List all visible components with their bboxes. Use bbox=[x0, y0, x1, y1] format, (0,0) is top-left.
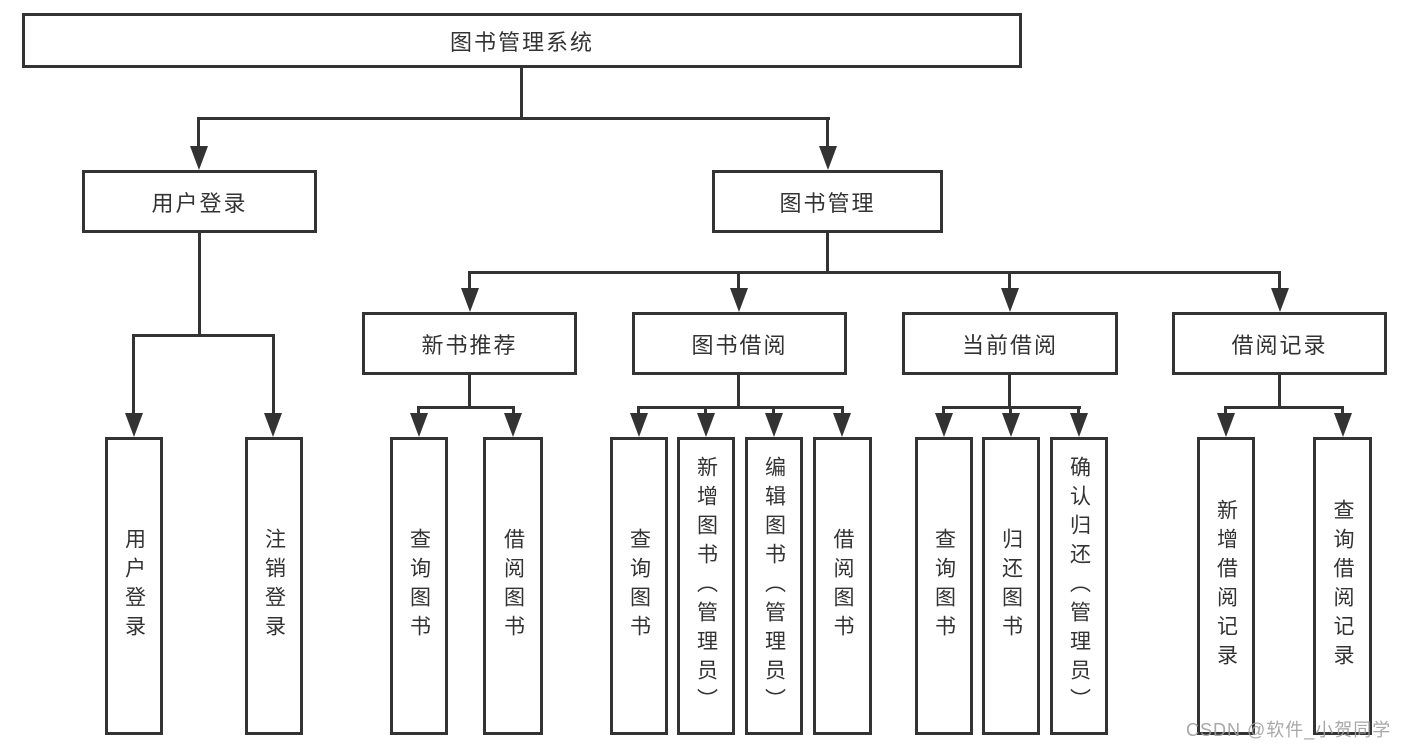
leaf-label: 新增图书（管理员） bbox=[694, 455, 718, 717]
leaf-edit-book-admin: 编辑图书（管理员） bbox=[745, 437, 803, 735]
leaf-label: 归还图书 bbox=[999, 528, 1023, 644]
leaf-label: 查询借阅记录 bbox=[1331, 499, 1354, 673]
connector-drop-leaf bbox=[1077, 406, 1080, 415]
connector-drop-level3 bbox=[1278, 271, 1281, 289]
arrow-down-icon bbox=[190, 146, 208, 170]
arrow-down-icon bbox=[1217, 413, 1235, 437]
arrow-down-icon bbox=[410, 413, 428, 437]
leaf-label: 确认归还（管理员） bbox=[1067, 455, 1091, 717]
node-book-borrowing: 图书借阅 bbox=[632, 312, 847, 375]
leaf-label: 用户登录 bbox=[122, 528, 146, 644]
leaf-label: 新增借阅记录 bbox=[1214, 499, 1238, 673]
node-label: 图书借阅 bbox=[691, 332, 788, 358]
leaf-query-books-borrowing: 查询图书 bbox=[610, 437, 668, 735]
leaf-add-book-admin: 新增图书（管理员） bbox=[677, 437, 735, 735]
connector-drop-leaf bbox=[942, 406, 945, 415]
arrow-down-icon bbox=[1070, 413, 1088, 437]
connector-drop-leaf bbox=[841, 406, 844, 415]
leaf-label: 查询图书 bbox=[932, 528, 956, 644]
leaf-label: 查询图书 bbox=[407, 528, 431, 644]
connector-drop-user-login bbox=[197, 117, 200, 150]
node-label: 图书管理 bbox=[779, 190, 876, 216]
arrow-down-icon bbox=[833, 413, 851, 437]
connector-drop-leaf bbox=[772, 406, 775, 415]
arrow-down-icon bbox=[819, 146, 837, 170]
connector-drop-leaf bbox=[132, 334, 135, 414]
connector-level3-stub bbox=[468, 375, 471, 408]
leaf-borrow-books-borrowing: 借阅图书 bbox=[813, 437, 872, 735]
connector-user-login-hline bbox=[132, 334, 275, 337]
connector-drop-leaf bbox=[704, 406, 707, 415]
connector-drop-leaf bbox=[637, 406, 640, 415]
connector-drop-leaf bbox=[1341, 406, 1344, 415]
connector-user-login-stub bbox=[198, 233, 201, 336]
arrow-down-icon bbox=[1001, 288, 1019, 312]
connector-book-management-hline bbox=[468, 271, 1281, 274]
node-current-borrowing: 当前借阅 bbox=[902, 312, 1118, 375]
connector-level3-hline bbox=[1224, 406, 1344, 409]
leaf-query-books-recommend: 查询图书 bbox=[390, 437, 448, 735]
connector-drop-level3 bbox=[1008, 271, 1011, 289]
leaf-return-book: 归还图书 bbox=[982, 437, 1040, 735]
arrow-down-icon bbox=[765, 413, 783, 437]
leaf-confirm-return-admin: 确认归还（管理员） bbox=[1050, 437, 1108, 735]
connector-drop-book-management bbox=[826, 117, 829, 150]
arrow-down-icon bbox=[935, 413, 953, 437]
node-borrowing-records: 借阅记录 bbox=[1172, 312, 1387, 375]
node-label: 新书推荐 bbox=[421, 332, 518, 358]
arrow-down-icon bbox=[264, 413, 282, 437]
leaf-label: 借阅图书 bbox=[831, 528, 854, 644]
arrow-down-icon bbox=[697, 413, 715, 437]
leaf-label: 查询图书 bbox=[627, 528, 651, 644]
leaf-user-login: 用户登录 bbox=[105, 437, 163, 735]
arrow-down-icon bbox=[125, 413, 143, 437]
arrow-down-icon bbox=[1334, 413, 1352, 437]
connector-drop-leaf bbox=[417, 406, 420, 415]
leaf-query-borrow-record: 查询借阅记录 bbox=[1313, 437, 1372, 735]
leaf-query-books-current: 查询图书 bbox=[915, 437, 973, 735]
connector-drop-leaf bbox=[272, 334, 275, 414]
arrow-down-icon bbox=[461, 288, 479, 312]
node-book-management: 图书管理 bbox=[712, 170, 943, 233]
node-label: 图书管理系统 bbox=[449, 29, 594, 55]
node-label: 用户登录 bbox=[151, 190, 248, 216]
leaf-label: 编辑图书（管理员） bbox=[762, 455, 786, 717]
connector-drop-level3 bbox=[737, 271, 740, 289]
connector-level3-stub bbox=[737, 375, 740, 408]
leaf-add-borrow-record: 新增借阅记录 bbox=[1197, 437, 1255, 735]
arrow-down-icon bbox=[1271, 288, 1289, 312]
node-library-management-system: 图书管理系统 bbox=[22, 13, 1022, 68]
connector-level3-hline bbox=[637, 406, 844, 409]
connector-drop-leaf bbox=[1224, 406, 1227, 415]
node-label: 当前借阅 bbox=[961, 332, 1058, 358]
arrow-down-icon bbox=[1002, 413, 1020, 437]
arrow-down-icon bbox=[504, 413, 522, 437]
leaf-logout: 注销登录 bbox=[245, 437, 303, 735]
connector-level3-stub bbox=[1278, 375, 1281, 408]
connector-drop-leaf bbox=[1009, 406, 1012, 415]
arrow-down-icon bbox=[730, 288, 748, 312]
leaf-label: 注销登录 bbox=[262, 528, 286, 644]
connector-drop-leaf bbox=[512, 406, 515, 415]
node-user-login: 用户登录 bbox=[82, 170, 317, 233]
leaf-borrow-books-recommend: 借阅图书 bbox=[483, 437, 543, 735]
connector-book-management-stub bbox=[826, 233, 829, 273]
connector-level3-hline bbox=[417, 406, 515, 409]
arrow-down-icon bbox=[630, 413, 648, 437]
connector-root-hline bbox=[197, 117, 830, 120]
node-new-book-recommendation: 新书推荐 bbox=[362, 312, 577, 375]
connector-root-stub bbox=[520, 68, 523, 118]
node-label: 借阅记录 bbox=[1231, 332, 1328, 358]
connector-drop-level3 bbox=[468, 271, 471, 289]
connector-level3-stub bbox=[1008, 375, 1011, 408]
leaf-label: 借阅图书 bbox=[501, 528, 525, 644]
csdn-watermark: CSDN @软件_小贺同学 bbox=[1186, 720, 1392, 740]
